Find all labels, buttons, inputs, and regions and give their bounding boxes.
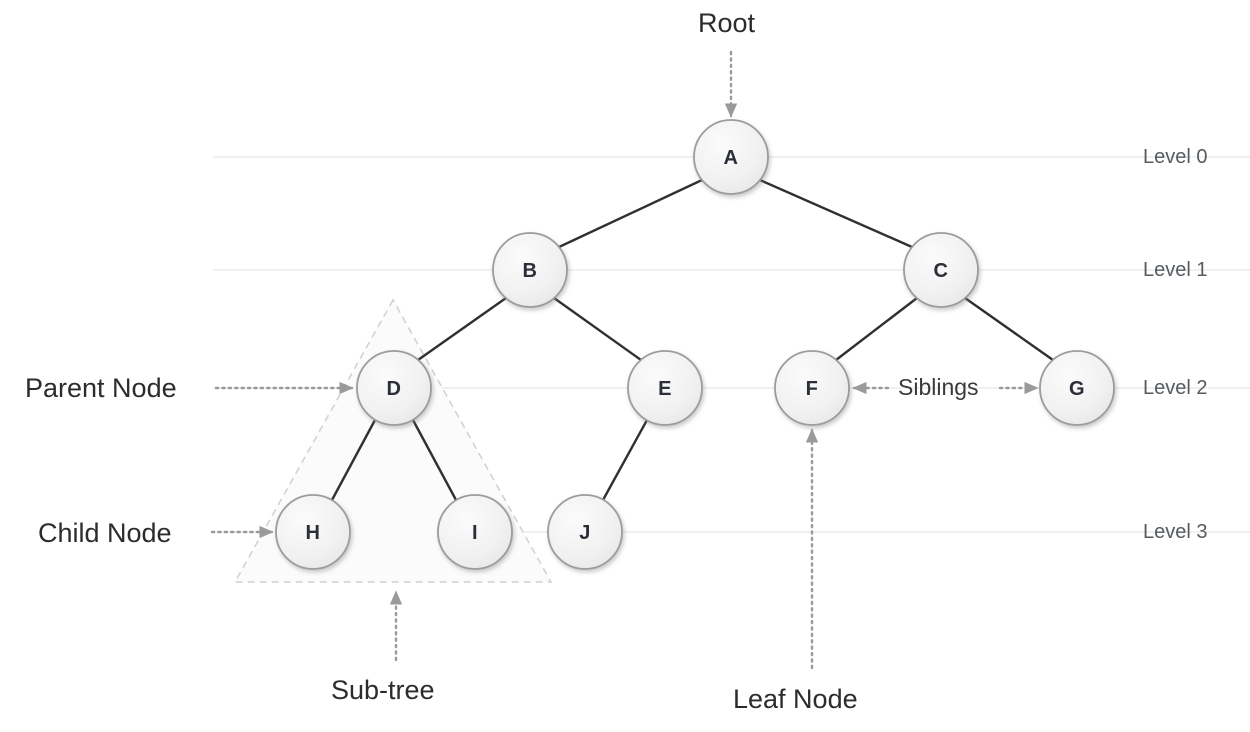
leaf-node-label: Leaf Node (733, 684, 858, 714)
node-h-circle[interactable] (275, 494, 351, 570)
node-h[interactable]: H (275, 494, 351, 570)
level-labels: Level 0 Level 1 Level 2 Level 3 (1143, 146, 1208, 543)
edge-a-b (557, 178, 704, 249)
node-j-circle[interactable] (547, 494, 623, 570)
edge-b-e (552, 296, 643, 362)
annotation-labels: Root Parent Node Child Node Siblings Lea… (25, 8, 979, 714)
parent-node-label: Parent Node (25, 373, 177, 403)
level-label-0: Level 0 (1143, 146, 1208, 168)
level-label-1: Level 1 (1143, 259, 1208, 281)
node-i-circle[interactable] (437, 494, 513, 570)
node-d[interactable]: D (356, 350, 432, 426)
node-d-circle[interactable] (356, 350, 432, 426)
edge-c-g (963, 296, 1055, 362)
level-label-2: Level 2 (1143, 377, 1208, 399)
node-e-circle[interactable] (627, 350, 703, 426)
node-e[interactable]: E (627, 350, 703, 426)
node-b-circle[interactable] (492, 232, 568, 308)
edge-d-h (330, 418, 377, 502)
node-c[interactable]: C (903, 232, 979, 308)
node-i[interactable]: I (437, 494, 513, 570)
edge-c-f (834, 296, 919, 362)
node-g[interactable]: G (1039, 350, 1115, 426)
annotation-arrows (210, 50, 1039, 670)
sub-tree-label: Sub-tree (331, 675, 435, 705)
edge-d-i (411, 418, 458, 502)
node-a-circle[interactable] (693, 119, 769, 195)
edge-b-d (416, 296, 508, 362)
node-g-circle[interactable] (1039, 350, 1115, 426)
node-f-circle[interactable] (774, 350, 850, 426)
node-b[interactable]: B (492, 232, 568, 308)
siblings-label: Siblings (898, 374, 979, 400)
level-label-3: Level 3 (1143, 521, 1208, 543)
tree-edges (330, 178, 1055, 502)
child-node-label: Child Node (38, 518, 172, 548)
node-a[interactable]: A (693, 119, 769, 195)
node-j[interactable]: J (547, 494, 623, 570)
root-label: Root (698, 8, 756, 38)
node-c-circle[interactable] (903, 232, 979, 308)
edge-e-j (601, 418, 649, 502)
edge-a-c (758, 178, 914, 249)
node-f[interactable]: F (774, 350, 850, 426)
